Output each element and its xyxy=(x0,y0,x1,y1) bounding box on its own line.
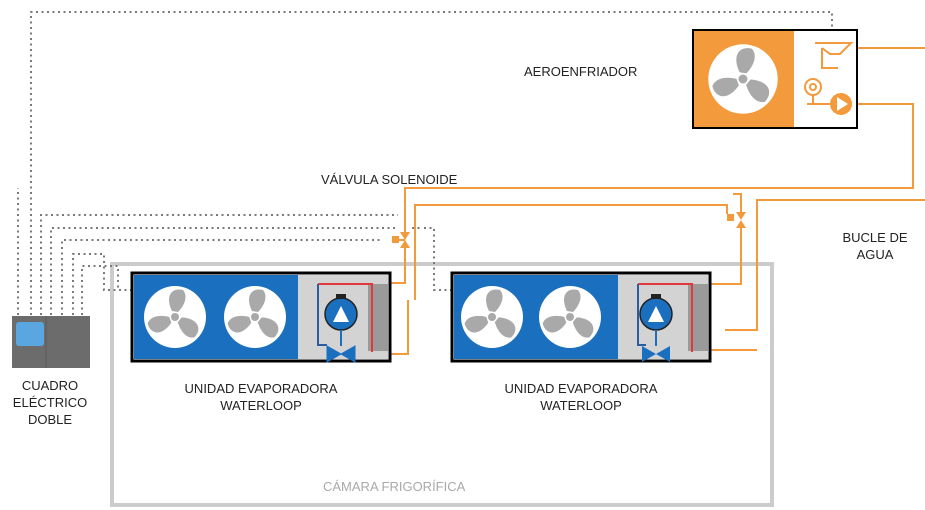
panel-label-line-3: DOBLE xyxy=(27,412,73,427)
solenoid-valve-1 xyxy=(392,232,410,248)
unit-1-label: UNIDAD EVAPORADORA WATERLOOP xyxy=(161,380,361,414)
pump-icon xyxy=(639,294,673,331)
unit-2-label-line-1: UNIDAD EVAPORADORA xyxy=(504,381,658,396)
fan-icon xyxy=(708,44,778,114)
air-cooler xyxy=(692,29,858,129)
solenoid-valve-2 xyxy=(727,212,746,228)
valve-icon xyxy=(642,346,670,362)
evaporator-unit-1 xyxy=(130,271,392,363)
water-loop-pipes xyxy=(390,47,925,355)
evaporator-unit-2 xyxy=(450,271,712,363)
unit-2-label-line-2: WATERLOOP xyxy=(540,398,622,413)
cold-room-border xyxy=(110,262,774,507)
unit-1-label-line-1: UNIDAD EVAPORADORA xyxy=(184,381,338,396)
water-loop-label-line-1: BUCLE DE xyxy=(842,230,908,245)
fan-icon xyxy=(539,286,601,348)
chamber-label: CÁMARA FRIGORÍFICA xyxy=(323,479,466,494)
panel-screen xyxy=(16,322,44,346)
unit-2-label: UNIDAD EVAPORADORA WATERLOOP xyxy=(481,380,681,414)
pump-icon xyxy=(830,93,852,115)
control-wiring xyxy=(17,11,833,315)
unit-1-label-line-2: WATERLOOP xyxy=(220,398,302,413)
air-cooler-label: AEROENFRIADOR xyxy=(524,64,638,79)
fan-icon xyxy=(461,286,523,348)
fan-icon xyxy=(144,286,206,348)
panel-label-line-2: ELÉCTRICO xyxy=(12,395,88,410)
level-sensor-icon xyxy=(804,78,830,105)
solenoid-valve-label: VÁLVULA SOLENOIDE xyxy=(321,172,458,187)
panel-label: CUADRO ELÉCTRICO DOBLE xyxy=(0,377,100,428)
valve-icon xyxy=(326,345,356,363)
fan-icon xyxy=(224,286,286,348)
electrical-panel xyxy=(12,316,90,368)
expansion-valve-icon xyxy=(815,42,854,69)
panel-label-line-1: CUADRO xyxy=(21,378,79,393)
water-loop-label: BUCLE DE AGUA xyxy=(835,229,915,263)
water-loop-label-line-2: AGUA xyxy=(856,247,894,262)
